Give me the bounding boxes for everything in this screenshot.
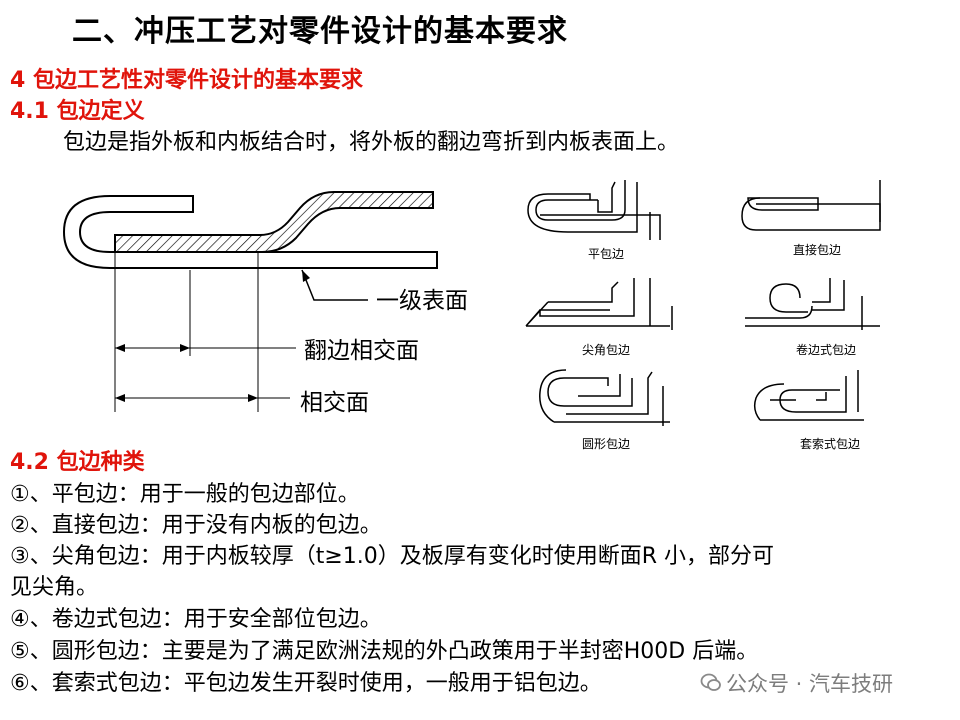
caption-round-hem: 圆形包边	[582, 437, 630, 450]
list-item-continuation: 见尖角。	[10, 575, 99, 600]
hem-cross-section	[62, 191, 438, 412]
watermark: 公众号 · 汽车技研	[700, 668, 893, 698]
definition-text: 包边是指外板和内板结合时，将外板的翻边弯折到内板表面上。	[63, 130, 680, 155]
caption-pointed-hem: 尖角包边	[582, 343, 630, 357]
sketch-flat-hem	[527, 180, 661, 240]
subsection-types-heading: 4.2 包边种类	[10, 450, 145, 475]
label-flange-intersection: 翻边相交面	[304, 338, 419, 364]
section-heading: 4 包边工艺性对零件设计的基本要求	[10, 68, 363, 93]
label-surface-1: 一级表面	[376, 288, 468, 314]
caption-direct-hem: 直接包边	[793, 242, 841, 257]
wechat-icon	[700, 673, 721, 691]
list-item: ①、平包边：用于一般的包边部位。	[10, 482, 360, 507]
caption-rolled-hem: 卷边式包边	[796, 342, 856, 357]
sketch-round-hem	[539, 369, 670, 426]
hemming-figure: 一级表面 翻边相交面 相交面	[62, 180, 881, 450]
caption-flat-hem: 平包边	[588, 247, 624, 261]
caption-lasso-hem: 套索式包边	[800, 437, 860, 450]
page-title: 二、冲压工艺对零件设计的基本要求	[72, 14, 568, 49]
sketch-rolled-hem	[745, 278, 880, 330]
label-intersection: 相交面	[300, 390, 369, 416]
list-item: ⑥、套索式包边：平包边发生开裂时使用，一般用于铝包边。	[10, 671, 602, 696]
sketch-direct-hem	[741, 180, 881, 231]
list-item: ④、卷边式包边：用于安全部位包边。	[10, 607, 382, 632]
subsection-definition-heading: 4.1 包边定义	[10, 99, 145, 124]
sketch-pointed-hem	[525, 278, 673, 330]
watermark-text: 公众号 · 汽车技研	[726, 672, 894, 696]
list-item: ⑤、圆形包边：主要是为了满足欧洲法规的外凸政策用于半封密H00D 后端。	[10, 639, 759, 664]
list-item: ②、直接包边：用于没有内板的包边。	[10, 513, 382, 538]
list-item: ③、尖角包边：用于内板较厚（t≥1.0）及板厚有变化时使用断面R 小，部分可	[10, 544, 775, 569]
sketch-lasso-hem	[753, 370, 864, 421]
